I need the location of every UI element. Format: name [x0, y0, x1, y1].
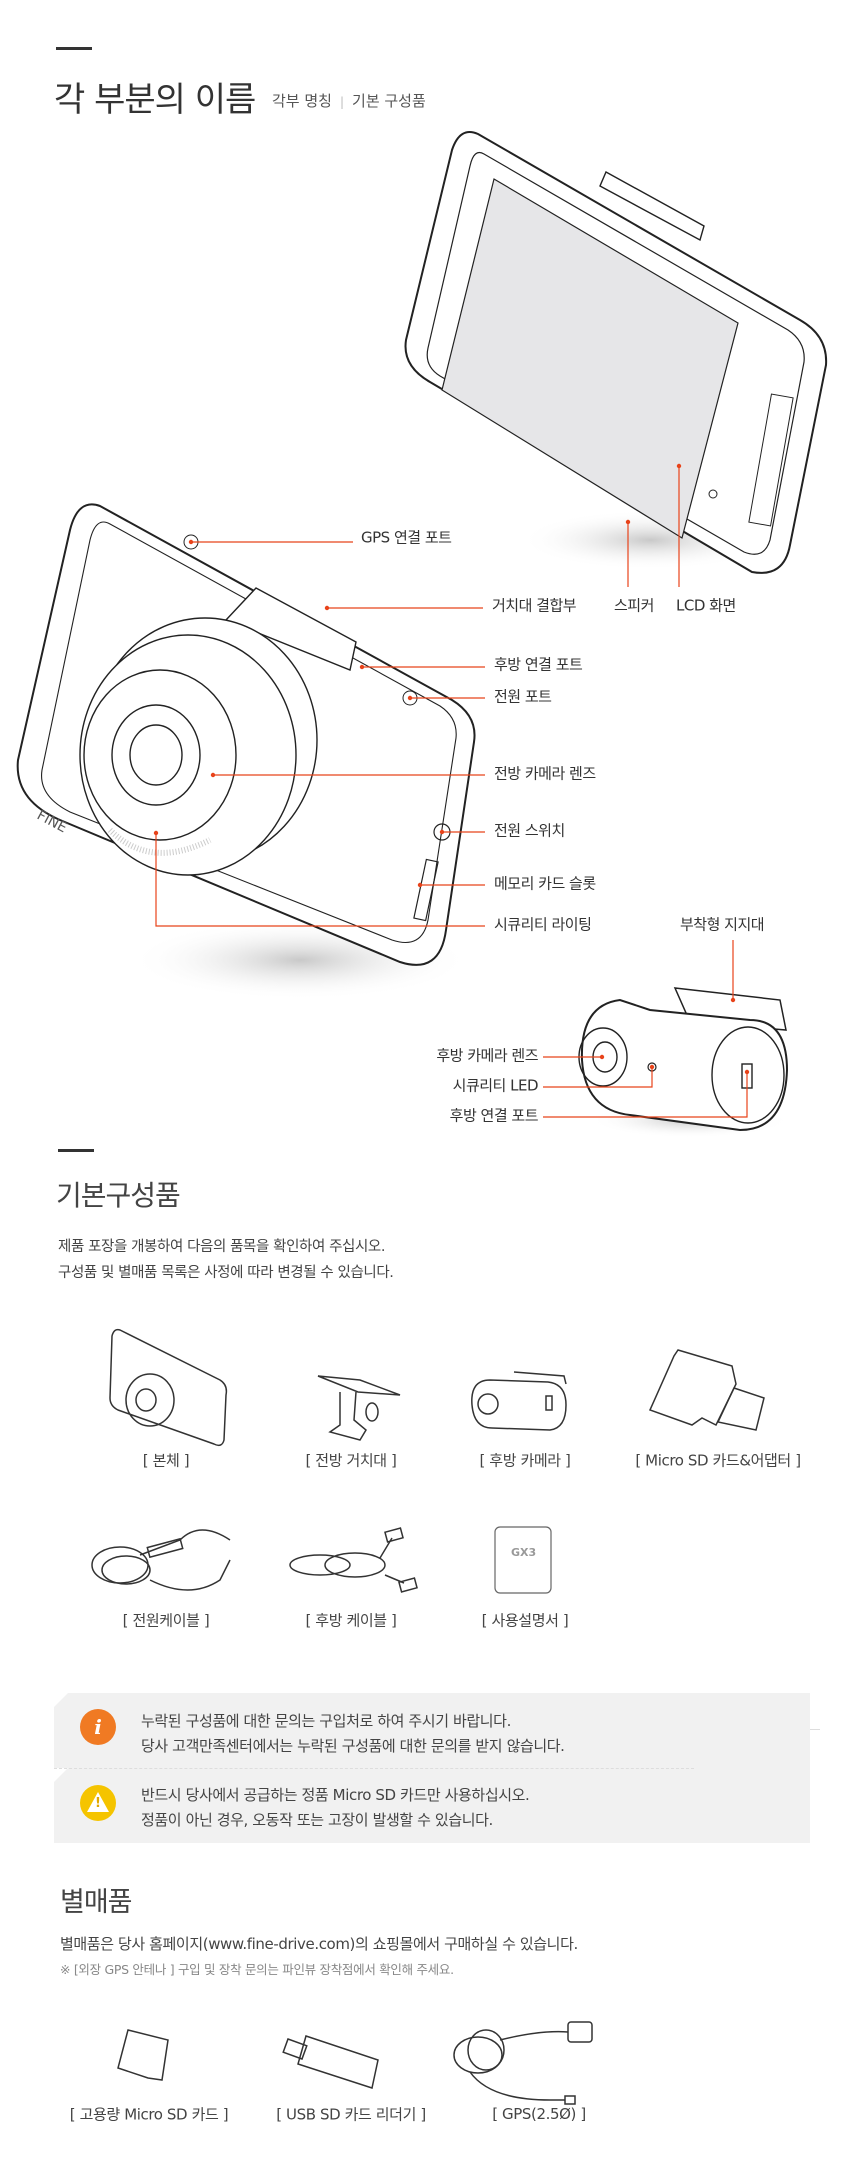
optional-note: ※ [외장 GPS 안테나 ] 구입 및 장착 문의는 파인뷰 장착점에서 확인… — [60, 1962, 454, 1977]
label-front-lens: 전방 카메라 렌즈 — [494, 764, 596, 783]
optional-label: [ GPS(2.5Ø) ] — [492, 2105, 586, 2123]
warning-text-1: 반드시 당사에서 공급하는 정품 Micro SD 카드만 사용하십시오. — [141, 1786, 530, 1804]
camera-front-illustration — [16, 503, 476, 1000]
label-rear-port: 후방 연결 포트 — [494, 655, 583, 674]
label-adhesive-bracket: 부착형 지지대 — [680, 915, 765, 934]
optional-title: 별매품 — [60, 1887, 133, 1918]
components-desc-2: 구성품 및 별매품 목록은 사정에 따라 변경될 수 있습니다. — [58, 1265, 394, 1281]
leader-dots — [153, 463, 750, 1075]
warning-icon: ! — [80, 1785, 116, 1821]
component-label: [ 본체 ] — [142, 1451, 190, 1470]
notice-box: i 누락된 구성품에 대한 문의는 구입처로 하여 주시기 바랍니다. 당사 고… — [54, 1693, 810, 1843]
label-rear-lens: 후방 카메라 렌즈 — [436, 1046, 538, 1065]
optional-label: [ 고용량 Micro SD 카드 ] — [69, 2105, 229, 2124]
notice-divider — [54, 1768, 694, 1769]
info-icon: i — [80, 1709, 116, 1745]
camera-back-illustration — [404, 131, 828, 574]
components-desc-1: 제품 포장을 개봉하여 다음의 품목을 확인하여 주십시오. — [58, 1239, 386, 1255]
label-memory-slot: 메모리 카드 슬롯 — [494, 874, 596, 893]
components-title: 기본구성품 — [56, 1179, 181, 1212]
label-security-led: 시큐리티 LED — [452, 1076, 539, 1095]
label-lcd: LCD 화면 — [676, 596, 736, 615]
leader-lines — [155, 466, 748, 1118]
label-power-switch: 전원 스위치 — [494, 821, 565, 840]
label-power-port: 전원 포트 — [494, 687, 552, 706]
info-text-2: 당사 고객만족센터에서는 누락된 구성품에 대한 문의를 받지 않습니다. — [141, 1737, 565, 1755]
label-security-lighting: 시큐리티 라이팅 — [494, 915, 592, 934]
section-dash — [56, 47, 92, 50]
subtitle-components: 기본 구성품 — [352, 92, 426, 110]
subtitle-divider: | — [339, 95, 345, 109]
component-label: [ 후방 카메라 ] — [479, 1451, 571, 1470]
corner-fold — [54, 1768, 68, 1782]
label-speaker: 스피커 — [614, 596, 654, 615]
label-gps-port: GPS 연결 포트 — [361, 528, 452, 547]
info-text-1: 누락된 구성품에 대한 문의는 구입처로 하여 주시기 바랍니다. — [141, 1712, 511, 1730]
component-label: [ 사용설명서 ] — [481, 1611, 569, 1630]
optional-label: [ USB SD 카드 리더기 ] — [276, 2105, 426, 2124]
corner-fold — [54, 1693, 68, 1707]
component-label: [ 후방 케이블 ] — [305, 1611, 397, 1630]
label-rear-cam-port: 후방 연결 포트 — [449, 1106, 539, 1125]
section-dash — [58, 1149, 94, 1152]
page-title: 각 부분의 이름 — [54, 80, 256, 120]
subtitle-parts: 각부 명칭 — [272, 92, 332, 110]
component-label: [ 전방 거치대 ] — [305, 1451, 397, 1470]
rear-camera-illustration — [578, 987, 790, 1138]
warning-text-2: 정품이 아닌 경우, 오동작 또는 고장이 발생할 수 있습니다. — [141, 1811, 493, 1829]
label-mount-joint: 거치대 결합부 — [492, 596, 577, 615]
component-label: [ 전원케이블 ] — [122, 1611, 210, 1630]
subtitle: 각부 명칭 | 기본 구성품 — [272, 90, 426, 111]
manual-mark: GX3 — [511, 1546, 537, 1559]
component-label: [ Micro SD 카드&어댑터 ] — [635, 1451, 801, 1470]
optional-desc: 별매품은 당사 홈페이지(www.fine-drive.com)의 쇼핑몰에서 … — [60, 1935, 578, 1953]
